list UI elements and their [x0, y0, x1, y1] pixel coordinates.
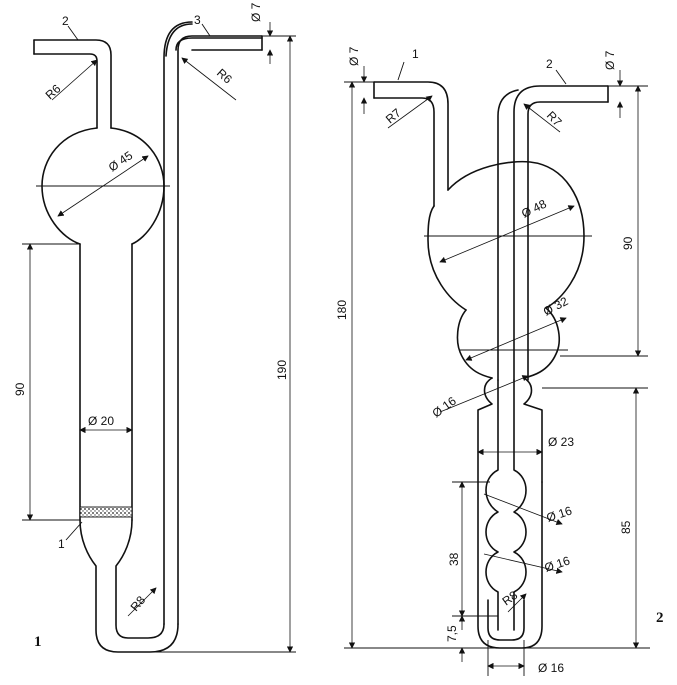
figure-2-dimensions [344, 61, 650, 676]
fig2-height-upper-label: 90 [621, 236, 635, 250]
fig1-outlet-diameter-label: Ø 7 [249, 2, 263, 22]
fig1-part2-leader [67, 25, 79, 41]
fig2-part2-label: 2 [546, 57, 553, 71]
fig2-large-bulb [447, 160, 585, 309]
fig1-riser-tube-inner [163, 21, 193, 625]
fig2-part1-leader [397, 61, 405, 81]
fig2-left-inlet-label: Ø 7 [347, 46, 361, 66]
fig2-height-lower-label: 85 [619, 520, 633, 534]
fig2-height-total-label: 180 [335, 300, 349, 320]
fig1-tube-diameter-label: Ø 20 [88, 414, 114, 428]
fig2-central-tube-left [497, 89, 519, 381]
fig2-bead-upper-dim-line [483, 493, 563, 525]
fig2-bulb-large-label: Ø 48 [519, 197, 549, 221]
figure-2-labels: 1 2 Ø 7 Ø 7 R7 R7 Ø 48 Ø 32 Ø 16 Ø 23 Ø … [335, 46, 664, 675]
figure-1-dimensions [22, 22, 296, 653]
fig2-r8-label: R8 [500, 588, 521, 609]
fig1-height-total-label: 190 [275, 360, 289, 380]
fig2-right-inlet-outer [513, 85, 609, 381]
fig1-height-tube-label: 90 [13, 382, 27, 396]
fig2-neck-label: Ø 16 [430, 394, 460, 421]
fig2-middle-bulb-right [523, 307, 560, 379]
fig1-r8-leader [127, 587, 157, 617]
fig2-inner-tube-beads-right [513, 379, 527, 631]
fig2-bulb-mid-label: Ø 32 [541, 294, 571, 319]
fig1-part3-leader [201, 23, 211, 37]
fig2-r7-right-leader [523, 103, 561, 133]
fig2-r7-left-leader [387, 95, 433, 129]
fig2-bulb-mid-dim-line [465, 317, 567, 361]
figure-2-apparatus [373, 81, 609, 649]
fig1-part1-leader [65, 521, 83, 541]
fig2-tube-outer-label: Ø 23 [548, 435, 574, 449]
fig1-r6-right-leader [181, 57, 237, 101]
fig2-bulb-large-dim-line [439, 205, 575, 263]
fig1-r6-left-label: R6 [43, 81, 64, 102]
fig2-part1-label: 1 [412, 47, 419, 61]
fig2-right-inlet-inner [527, 101, 609, 381]
fig1-inlet-tube-outer [33, 39, 112, 129]
fig2-bead-lower-label: Ø 16 [543, 553, 572, 574]
fig2-bead-lower-dim-line [483, 553, 563, 574]
fig1-riser-tube-outer [177, 35, 263, 625]
fig1-frit-plate [79, 506, 133, 518]
fig1-r6-left-leader [51, 59, 98, 101]
fig1-part1-label: 1 [58, 537, 65, 551]
fig1-lower-bowl-left [79, 519, 179, 653]
fig2-left-inlet-inner [373, 97, 435, 207]
fig1-r8-label: R8 [128, 593, 149, 614]
fig2-height-beads-label: 38 [447, 552, 461, 566]
fig1-lower-bowl-right [115, 519, 165, 639]
fig2-base-diameter-label: Ø 16 [538, 661, 564, 675]
fig2-r8-leader [507, 593, 527, 613]
figure-2-number: 2 [656, 610, 664, 626]
fig2-bead-upper-label: Ø 16 [545, 503, 574, 524]
fig2-inner-tube-beads [485, 379, 499, 631]
fig2-neck-dim-line [439, 375, 529, 413]
figure-1-number: 1 [34, 634, 42, 650]
figure-1-labels: 2 3 1 Ø 7 R6 R6 Ø 45 Ø 20 90 190 R8 1 [13, 2, 289, 650]
figure-1-apparatus [33, 21, 263, 653]
fig2-height-base-label: 7,5 [445, 625, 459, 642]
fig2-inner-tube-bottom [487, 599, 525, 641]
fig2-part2-leader [555, 69, 567, 85]
fig1-part2-label: 2 [62, 14, 69, 28]
fig1-riser-top [165, 23, 263, 57]
fig1-part3-label: 3 [194, 13, 201, 27]
fig2-large-bulb-left [427, 205, 467, 311]
fig1-bulb-diameter-label: Ø 45 [106, 148, 136, 174]
fig1-r6-right-label: R6 [214, 66, 235, 87]
fig2-middle-bulb [456, 309, 493, 379]
fig2-left-inlet-outer [373, 81, 449, 191]
fig2-r7-left-label: R7 [383, 106, 404, 127]
fig2-right-inlet-label: Ø 7 [603, 50, 617, 70]
fig2-neck-bulb-right [523, 377, 543, 483]
fig2-r7-right-label: R7 [544, 108, 565, 129]
